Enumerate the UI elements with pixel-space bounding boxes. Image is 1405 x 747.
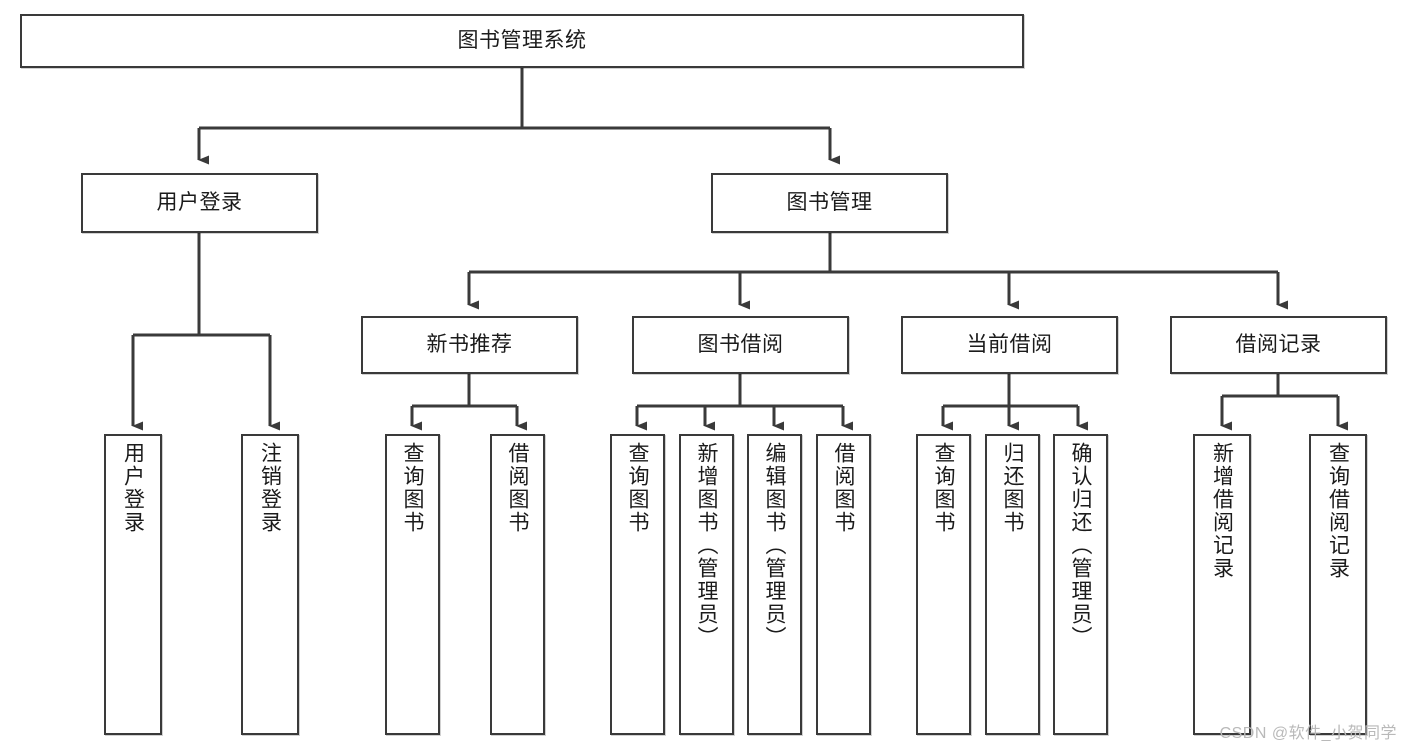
csdn-watermark: CSDN @软件_小贺同学 [1219,725,1397,742]
leaf-book-borrow-add-book-admin[interactable]: 新增图书（管理员） [679,434,734,735]
node-label: 查询图书 [932,442,955,534]
node-book-management[interactable]: 图书管理 [711,173,948,233]
node-book-borrow[interactable]: 图书借阅 [632,316,849,374]
leaf-current-borrow-return-book[interactable]: 归还图书 [985,434,1040,735]
node-new-book-recommend[interactable]: 新书推荐 [361,316,578,374]
leaf-new-book-borrow-book[interactable]: 借阅图书 [490,434,545,735]
node-label: 查询借阅记录 [1326,442,1350,580]
node-label: 确认归还（管理员） [1069,442,1092,649]
leaf-book-borrow-edit-book-admin[interactable]: 编辑图书（管理员） [747,434,802,735]
leaf-borrow-record-add-record[interactable]: 新增借阅记录 [1193,434,1251,735]
leaf-new-book-query-book[interactable]: 查询图书 [385,434,440,735]
node-label: 借阅记录 [1235,332,1322,356]
leaf-book-borrow-borrow-book[interactable]: 借阅图书 [816,434,871,735]
node-label: 查询图书 [626,442,649,534]
node-label: 用户登录 [121,442,145,534]
node-label: 图书管理系统 [457,28,587,52]
node-label: 新增借阅记录 [1210,442,1234,580]
leaf-borrow-record-query-record[interactable]: 查询借阅记录 [1309,434,1367,735]
node-label: 编辑图书（管理员） [763,442,786,649]
node-label: 借阅图书 [506,442,529,534]
node-current-borrow[interactable]: 当前借阅 [901,316,1118,374]
node-label: 新书推荐 [426,332,513,356]
node-label: 图书借阅 [697,332,784,356]
node-user-login[interactable]: 用户登录 [81,173,318,233]
leaf-current-borrow-query-book[interactable]: 查询图书 [916,434,971,735]
node-label: 借阅图书 [832,442,855,534]
node-label: 图书管理 [786,190,873,214]
node-root-system[interactable]: 图书管理系统 [20,14,1024,68]
leaf-user-login-logout[interactable]: 注销登录 [241,434,299,735]
node-label: 注销登录 [258,442,282,534]
leaf-user-login-login[interactable]: 用户登录 [104,434,162,735]
node-label: 用户登录 [156,190,243,214]
leaf-book-borrow-query-book[interactable]: 查询图书 [610,434,665,735]
node-label: 当前借阅 [966,332,1053,356]
node-borrow-record[interactable]: 借阅记录 [1170,316,1387,374]
node-label: 查询图书 [401,442,424,534]
leaf-current-borrow-confirm-return-admin[interactable]: 确认归还（管理员） [1053,434,1108,735]
node-label: 新增图书（管理员） [695,442,718,649]
node-label: 归还图书 [1001,442,1024,534]
